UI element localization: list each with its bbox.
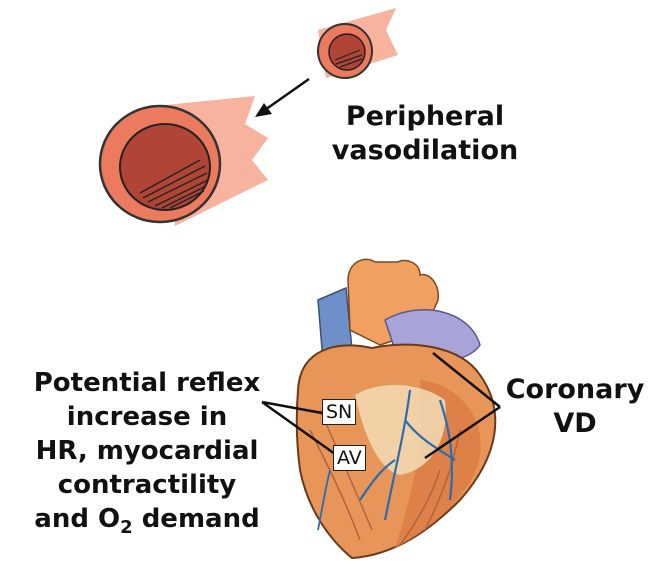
vasodilation-arrow bbox=[255, 79, 309, 117]
reflex-line-5-post: demand bbox=[133, 504, 260, 534]
reflex-line-2: increase in bbox=[6, 400, 288, 434]
coronary-vd-label: Coronary VD bbox=[500, 373, 650, 441]
reflex-line-1: Potential reflex bbox=[6, 366, 288, 400]
reflex-line-5-pre: and O bbox=[34, 504, 120, 534]
av-node-box: AV bbox=[333, 445, 366, 471]
peripheral-line-1: Peripheral bbox=[320, 100, 530, 134]
peripheral-line-2: vasodilation bbox=[320, 134, 530, 168]
reflex-line-5-sub: 2 bbox=[120, 517, 133, 538]
reflex-line-3: HR, myocardial bbox=[6, 434, 288, 468]
reflex-line-4: contractility bbox=[6, 468, 288, 502]
coronary-line-2: VD bbox=[500, 407, 650, 441]
dilated-vessel-icon bbox=[100, 96, 268, 226]
reflex-label: Potential reflex increase in HR, myocard… bbox=[6, 366, 288, 536]
coronary-line-1: Coronary bbox=[500, 373, 650, 407]
sn-node-box: SN bbox=[322, 399, 356, 425]
reflex-line-5: and O2 demand bbox=[6, 502, 288, 536]
peripheral-vasodilation-label: Peripheral vasodilation bbox=[320, 100, 530, 168]
small-vessel-icon bbox=[318, 8, 398, 78]
